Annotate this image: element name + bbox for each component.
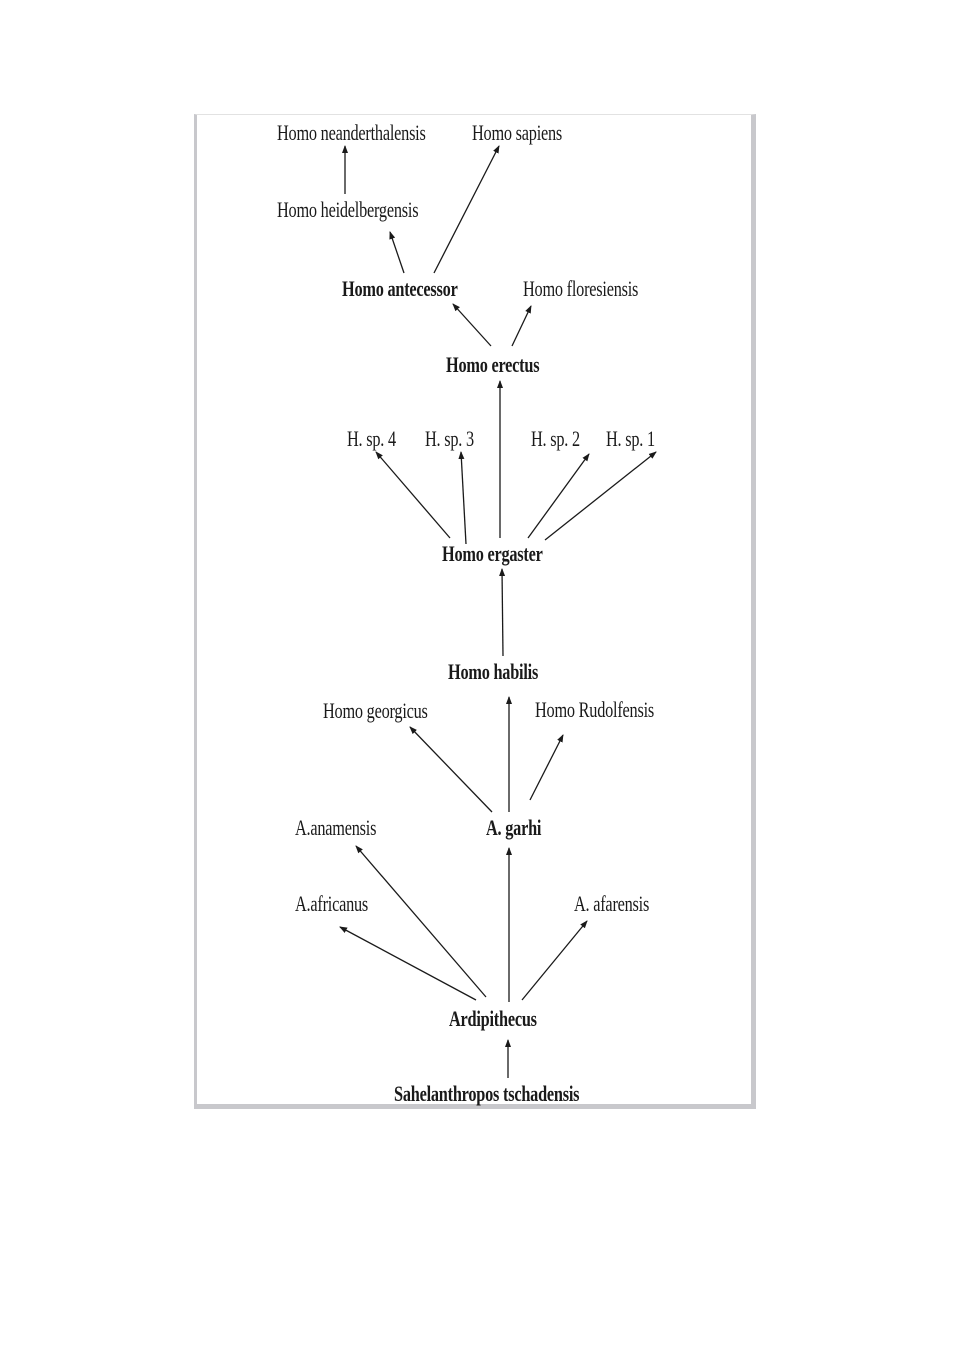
edge-ergaster-to-sp3 (458, 451, 467, 545)
node-ardipithecus: Ardipithecus (449, 1006, 537, 1031)
node-h-sp-1: H. sp. 1 (606, 426, 655, 451)
edge-habilis-to-ergaster (499, 568, 506, 657)
node-a-afarensis: A. afarensis (574, 891, 650, 916)
edge-antecessor-to-heidelbergensis (389, 231, 405, 274)
edge-erectus-to-floresiensis (511, 305, 532, 347)
edge-garhi-to-rudolfensis (529, 734, 564, 801)
node-h-sp-2: H. sp. 2 (531, 426, 580, 451)
edge-ardipithecus-to-anamensis (355, 845, 487, 998)
edge-garhi-to-georgicus (409, 726, 493, 813)
node-a-africanus: A.africanus (295, 891, 369, 916)
node-homo-sapiens: Homo sapiens (472, 120, 563, 145)
edge-ergaster-to-sp1 (544, 451, 657, 541)
node-sahelanthropos-tschadensis: Sahelanthropos tschadensis (394, 1081, 580, 1106)
node-a-garhi: A. garhi (486, 815, 542, 840)
edge-ergaster-to-sp4 (375, 451, 451, 539)
edge-ergaster-to-sp2 (527, 453, 590, 539)
node-h-sp-3: H. sp. 3 (425, 426, 474, 451)
edge-antecessor-to-sapiens (433, 145, 500, 274)
node-homo-georgicus: Homo georgicus (323, 698, 428, 723)
diagram-frame (194, 114, 756, 1109)
edge-ardipithecus-to-afarensis (521, 920, 588, 1001)
node-homo-rudolfensis: Homo Rudolfensis (535, 697, 655, 722)
node-h-sp-4: H. sp. 4 (347, 426, 396, 451)
node-homo-neanderthalensis: Homo neanderthalensis (277, 120, 426, 145)
node-a-anamensis: A.anamensis (295, 815, 377, 840)
edge-erectus-to-antecessor (452, 303, 492, 347)
node-homo-habilis: Homo habilis (448, 659, 539, 684)
node-homo-erectus: Homo erectus (446, 352, 540, 377)
edge-ardipithecus-to-africanus (339, 926, 477, 1001)
node-homo-antecessor: Homo antecessor (342, 276, 458, 301)
node-homo-ergaster: Homo ergaster (442, 541, 543, 566)
node-homo-heidelbergensis: Homo heidelbergensis (277, 197, 419, 222)
node-homo-floresiensis: Homo floresiensis (523, 276, 639, 301)
